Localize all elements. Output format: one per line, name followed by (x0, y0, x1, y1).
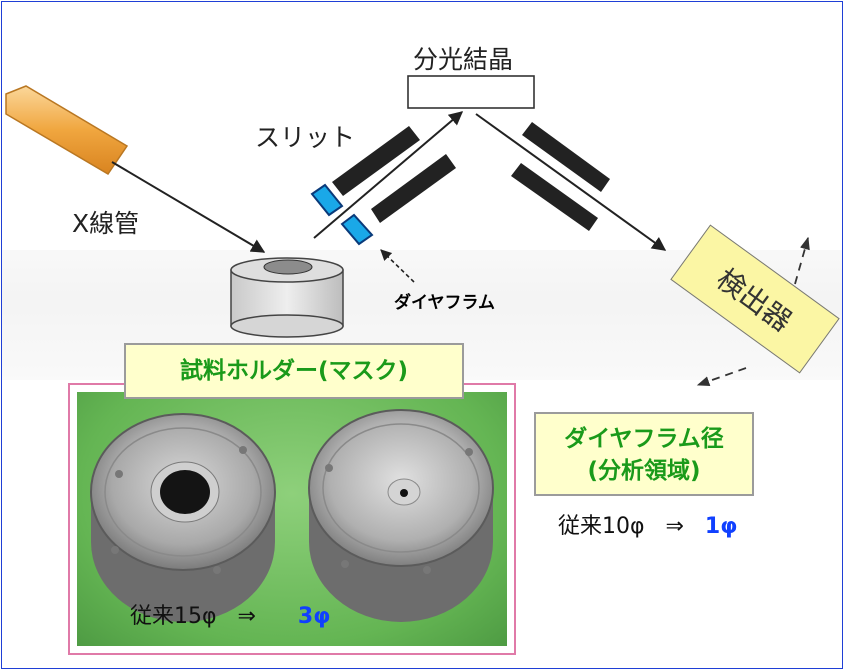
crystal-rect (407, 75, 535, 109)
holder-photo-panel (68, 383, 516, 655)
diaphragm-diameter-row: 従来10φ ⇒ 1φ (558, 508, 737, 540)
crystal-label: 分光結晶 (413, 45, 514, 74)
holder-phi: φ (202, 604, 217, 629)
diaphragm-after: 1φ (704, 514, 738, 539)
holder-title: 試料ホルダー(マスク) (179, 358, 409, 384)
diaphragm-pointer-arrow (380, 249, 415, 283)
primary-beam-arrow (111, 161, 266, 253)
holder-title-box: 試料ホルダー(マスク) (124, 343, 464, 399)
diaphragm-title-box: ダイヤフラム径 (分析領域) (534, 412, 754, 496)
sample-cylinder-icon (230, 257, 344, 338)
xray-tube-icon (5, 85, 129, 176)
diaphragm-arrow: ⇒ (665, 514, 684, 539)
diaphragm-icon (310, 183, 374, 246)
holder-after: 3φ (297, 604, 331, 629)
holder-diameter-row: 従来15φ ⇒ 3φ (130, 598, 330, 630)
holder-15-icon (90, 413, 276, 622)
slit-label: スリット (255, 123, 356, 152)
diaphragm-phi: φ (630, 514, 645, 539)
holder-photo (77, 392, 507, 646)
holder-arrow: ⇒ (237, 604, 256, 629)
detector-motion-up-arrow (794, 236, 810, 285)
diaphragm-title-line2: (分析領域) (587, 458, 701, 484)
holder-discs-svg (90, 409, 494, 622)
diffracted-beam-arrow (475, 113, 667, 251)
holder-3-icon (308, 409, 494, 622)
holder-before: 従来15 (130, 604, 202, 629)
secondary-beam-arrow (313, 111, 464, 239)
diaphragm-title-line1: ダイヤフラム径 (564, 426, 724, 452)
xray-tube-label: X線管 (72, 209, 140, 238)
receiving-slit-plates (511, 122, 610, 231)
diaphragm-before: 従来10 (558, 514, 630, 539)
slit-plates (332, 126, 456, 223)
detector-motion-down-arrow (696, 367, 747, 386)
diaphragm-label: ダイヤフラム (394, 293, 495, 313)
